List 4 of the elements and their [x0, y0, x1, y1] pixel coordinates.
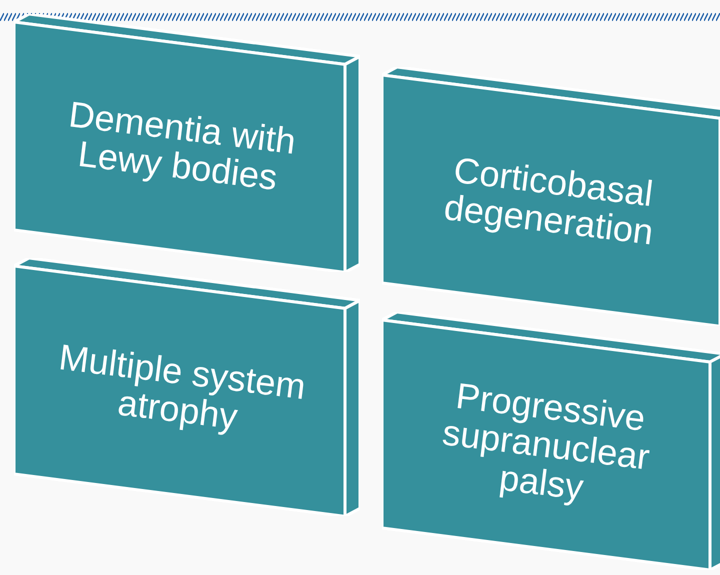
block-label: Corticobasal degeneration — [440, 148, 657, 254]
block-label: Multiple system atrophy — [55, 336, 308, 440]
block-label: Dementia with Lewy bodies — [65, 92, 299, 200]
block-label: Progressive supranuclear palsy — [439, 374, 653, 510]
